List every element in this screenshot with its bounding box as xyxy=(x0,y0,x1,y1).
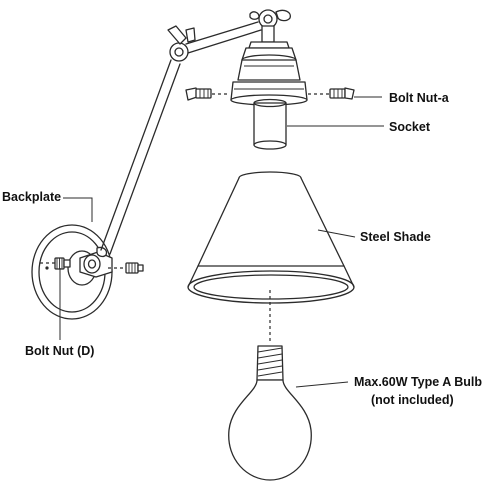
bolt-nut-a xyxy=(185,87,355,101)
label-steel-shade: Steel Shade xyxy=(360,230,431,244)
swing-arm xyxy=(100,9,291,255)
socket xyxy=(253,98,287,150)
label-bulb-line1: Max.60W Type A Bulb xyxy=(354,375,482,389)
label-bolt-nut-d: Bolt Nut (D) xyxy=(25,344,94,358)
socket-cup xyxy=(230,41,308,106)
label-backplate: Backplate xyxy=(2,190,61,204)
label-bulb-line2: (not included) xyxy=(371,393,454,407)
bulb xyxy=(228,345,312,481)
bolt-nut-d xyxy=(40,257,71,270)
label-bolt-nut-a: Bolt Nut-a xyxy=(389,91,450,105)
steel-shade xyxy=(187,171,355,342)
leader-lines xyxy=(59,96,384,388)
bolt-nut-d-right xyxy=(108,262,144,274)
label-socket: Socket xyxy=(389,120,431,134)
arm-knuckle xyxy=(79,246,113,278)
